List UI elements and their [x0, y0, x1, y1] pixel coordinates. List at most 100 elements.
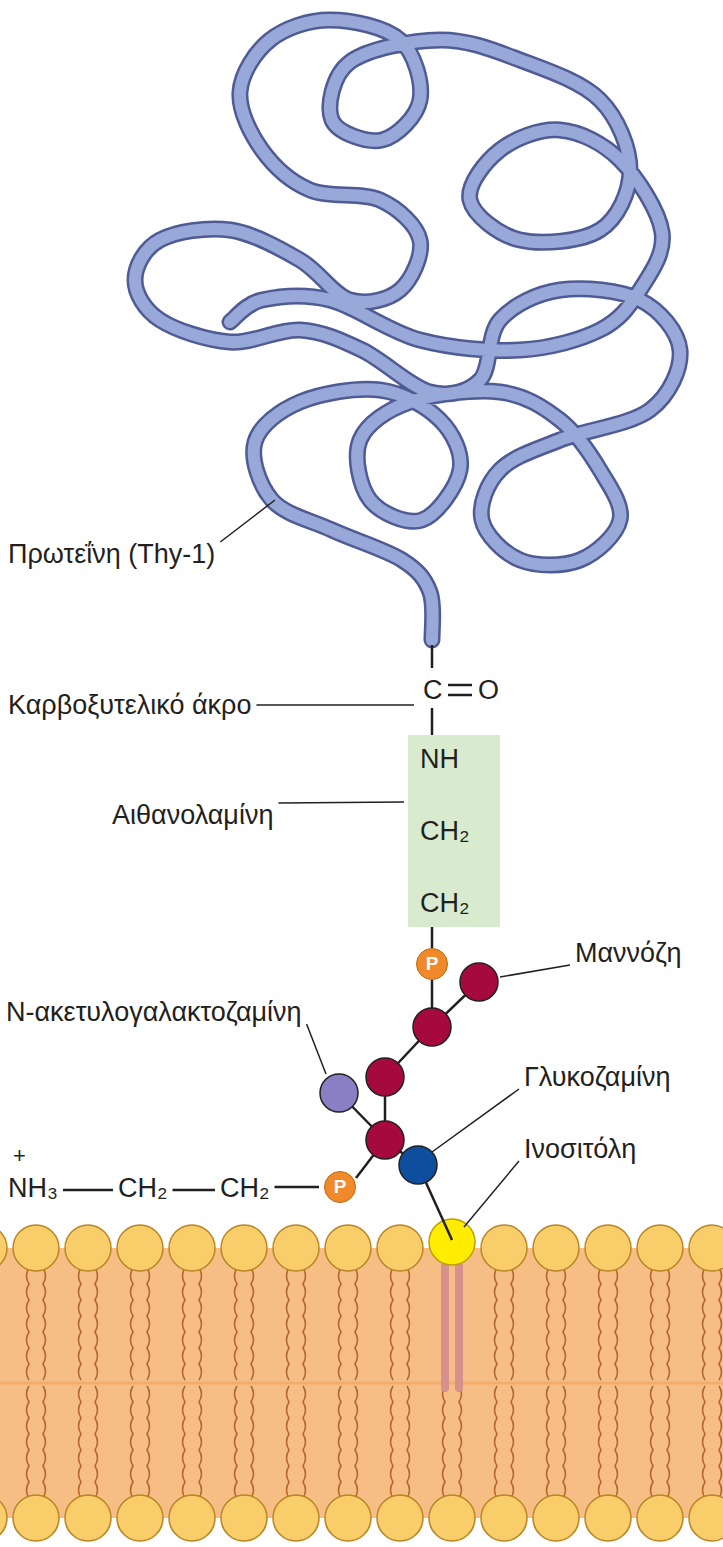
- mannose: [366, 1121, 404, 1159]
- part-label: Μαννόζη: [575, 937, 682, 969]
- lipid-tail: [495, 1268, 498, 1380]
- part-label: Γλυκοζαμίνη: [524, 1061, 670, 1093]
- lipid-tail: [131, 1386, 134, 1498]
- lipid-tail: [719, 1268, 722, 1380]
- part-label: Καρβοξυτελικό άκρο: [8, 689, 251, 721]
- lipid-head: [0, 1225, 7, 1271]
- lipid-tail: [495, 1386, 498, 1498]
- lipid-head: [13, 1225, 59, 1271]
- leader-line: [432, 1089, 519, 1152]
- bond: [431, 645, 434, 668]
- lipid-head: [585, 1225, 631, 1271]
- leader-lines: [63, 500, 570, 1227]
- lipid-tail: [251, 1386, 254, 1498]
- lipid-head: [221, 1495, 267, 1541]
- membrane-core: [0, 1248, 723, 1518]
- lipid-tail: [563, 1386, 566, 1498]
- lipid-tail: [667, 1386, 670, 1498]
- lipid-head: [481, 1495, 527, 1541]
- lipid-head: [429, 1495, 475, 1541]
- atom: O: [478, 674, 499, 706]
- bond: [274, 1186, 319, 1189]
- lipid-tail: [147, 1386, 150, 1498]
- double-bond: [448, 694, 472, 697]
- chem-group: CH₂: [220, 1172, 269, 1204]
- bond: [63, 1189, 113, 1192]
- lipid-tail: [511, 1386, 514, 1498]
- lipid-bilayer: [0, 1219, 723, 1541]
- phosphate-symbol: P: [325, 1172, 355, 1201]
- lipid-head: [377, 1225, 423, 1271]
- leader-line: [464, 1161, 519, 1227]
- double-bond: [448, 684, 472, 687]
- leader-line: [278, 802, 404, 803]
- lipid-tail: [235, 1386, 238, 1498]
- lipid-tail: [719, 1386, 722, 1498]
- lipid-tail: [651, 1268, 654, 1380]
- lipid-tail: [651, 1386, 654, 1498]
- bond: [431, 708, 434, 735]
- lipid-tail: [703, 1386, 706, 1498]
- lipid-tail: [407, 1268, 410, 1380]
- lipid-tail: [511, 1268, 514, 1380]
- lipid-head: [689, 1495, 723, 1541]
- lipid-tail: [183, 1386, 186, 1498]
- inositol-lipid-tail: [455, 1262, 463, 1392]
- lipid-head: [533, 1495, 579, 1541]
- lipid-tail: [563, 1268, 566, 1380]
- part-label: Αιθανολαμίνη: [112, 799, 273, 831]
- lipid-tail: [355, 1268, 358, 1380]
- lipid-head: [273, 1495, 319, 1541]
- lipid-tail: [355, 1386, 358, 1498]
- lipid-tail: [235, 1268, 238, 1380]
- lipid-head: [325, 1495, 371, 1541]
- lipid-tail: [131, 1268, 134, 1380]
- lipid-tail: [391, 1386, 394, 1498]
- protein-outline: [135, 20, 680, 640]
- glucosamine: [399, 1146, 437, 1184]
- lipid-head: [273, 1225, 319, 1271]
- lipid-head: [325, 1225, 371, 1271]
- lipid-tail: [43, 1268, 46, 1380]
- lipid-tail: [79, 1268, 82, 1380]
- lipid-tail: [599, 1386, 602, 1498]
- leader-line: [256, 704, 414, 706]
- lipid-head: [585, 1495, 631, 1541]
- lipid-tail: [199, 1268, 202, 1380]
- ethanolamine-box: NHCH₂CH₂: [408, 735, 500, 927]
- lipid-tail: [599, 1268, 602, 1380]
- lipid-head: [533, 1225, 579, 1271]
- lipid-tail: [95, 1268, 98, 1380]
- lipid-head: [65, 1495, 111, 1541]
- inositol-head: [429, 1219, 475, 1265]
- lipid-tail: [251, 1268, 254, 1380]
- lipid-tail: [303, 1268, 306, 1380]
- lipid-tail: [27, 1386, 30, 1498]
- lipid-tail: [443, 1386, 446, 1498]
- mannose: [366, 1058, 404, 1096]
- chem-group: CH₂: [420, 815, 469, 847]
- lipid-tail: [547, 1268, 550, 1380]
- bond: [172, 1189, 215, 1192]
- lipid-tail: [95, 1386, 98, 1498]
- lipid-head: [481, 1225, 527, 1271]
- lipid-tail: [459, 1386, 462, 1498]
- atom: C: [423, 674, 443, 706]
- chem-group: NH₃: [8, 1172, 58, 1204]
- lipid-head: [221, 1225, 267, 1271]
- lipid-tail: [615, 1268, 618, 1380]
- charge-sign: +: [13, 1145, 26, 1167]
- n-acetylgalactosamine: [320, 1074, 358, 1112]
- lipid-tail: [43, 1386, 46, 1498]
- lipid-tail: [547, 1386, 550, 1498]
- phosphate-symbol: P: [417, 949, 447, 978]
- lipid-tail: [183, 1268, 186, 1380]
- lipid-head: [689, 1225, 723, 1271]
- lipid-tail: [27, 1268, 30, 1380]
- inositol-lipid-tail: [441, 1262, 449, 1392]
- lipid-head: [117, 1225, 163, 1271]
- phosphate-circle: P: [416, 948, 448, 980]
- lipid-head: [169, 1225, 215, 1271]
- lipid-tail: [199, 1386, 202, 1498]
